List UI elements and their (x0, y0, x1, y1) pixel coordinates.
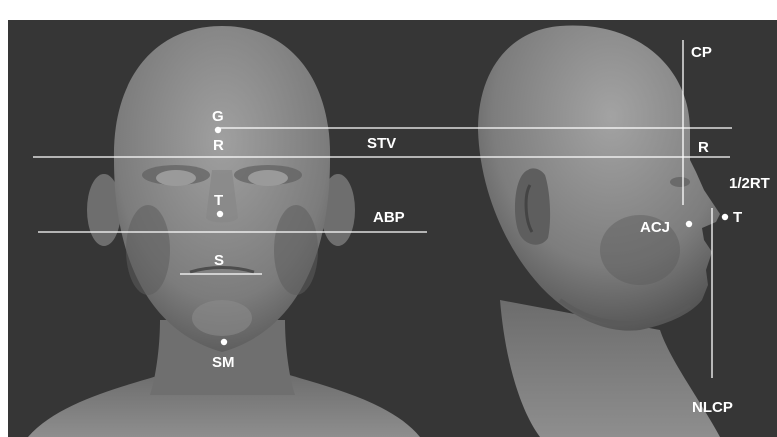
label-s: S (214, 252, 224, 269)
g-dot (215, 127, 221, 133)
profile-head-sculpt (478, 26, 720, 437)
diagram-svg: G R STV T ABP S SM CP R 1/2RT ACJ T NLCP (8, 20, 777, 437)
sm-dot (221, 339, 227, 345)
label-acj: ACJ (640, 219, 670, 236)
label-g: G (212, 108, 224, 125)
label-cp: CP (691, 44, 712, 61)
label-sm: SM (212, 354, 235, 371)
label-half-rt: 1/2RT (729, 175, 770, 192)
diagram-canvas: G R STV T ABP S SM CP R 1/2RT ACJ T NLCP (8, 20, 777, 437)
t-dot (217, 211, 223, 217)
label-nlcp: NLCP (692, 399, 733, 416)
acj-dot (686, 221, 692, 227)
label-t-front: T (214, 192, 223, 209)
label-r-profile: R (698, 139, 709, 156)
label-stv: STV (367, 135, 396, 152)
profile-t-dot (722, 214, 728, 220)
label-t-profile: T (733, 209, 742, 226)
label-r-front: R (213, 137, 224, 154)
label-abp: ABP (373, 209, 405, 226)
